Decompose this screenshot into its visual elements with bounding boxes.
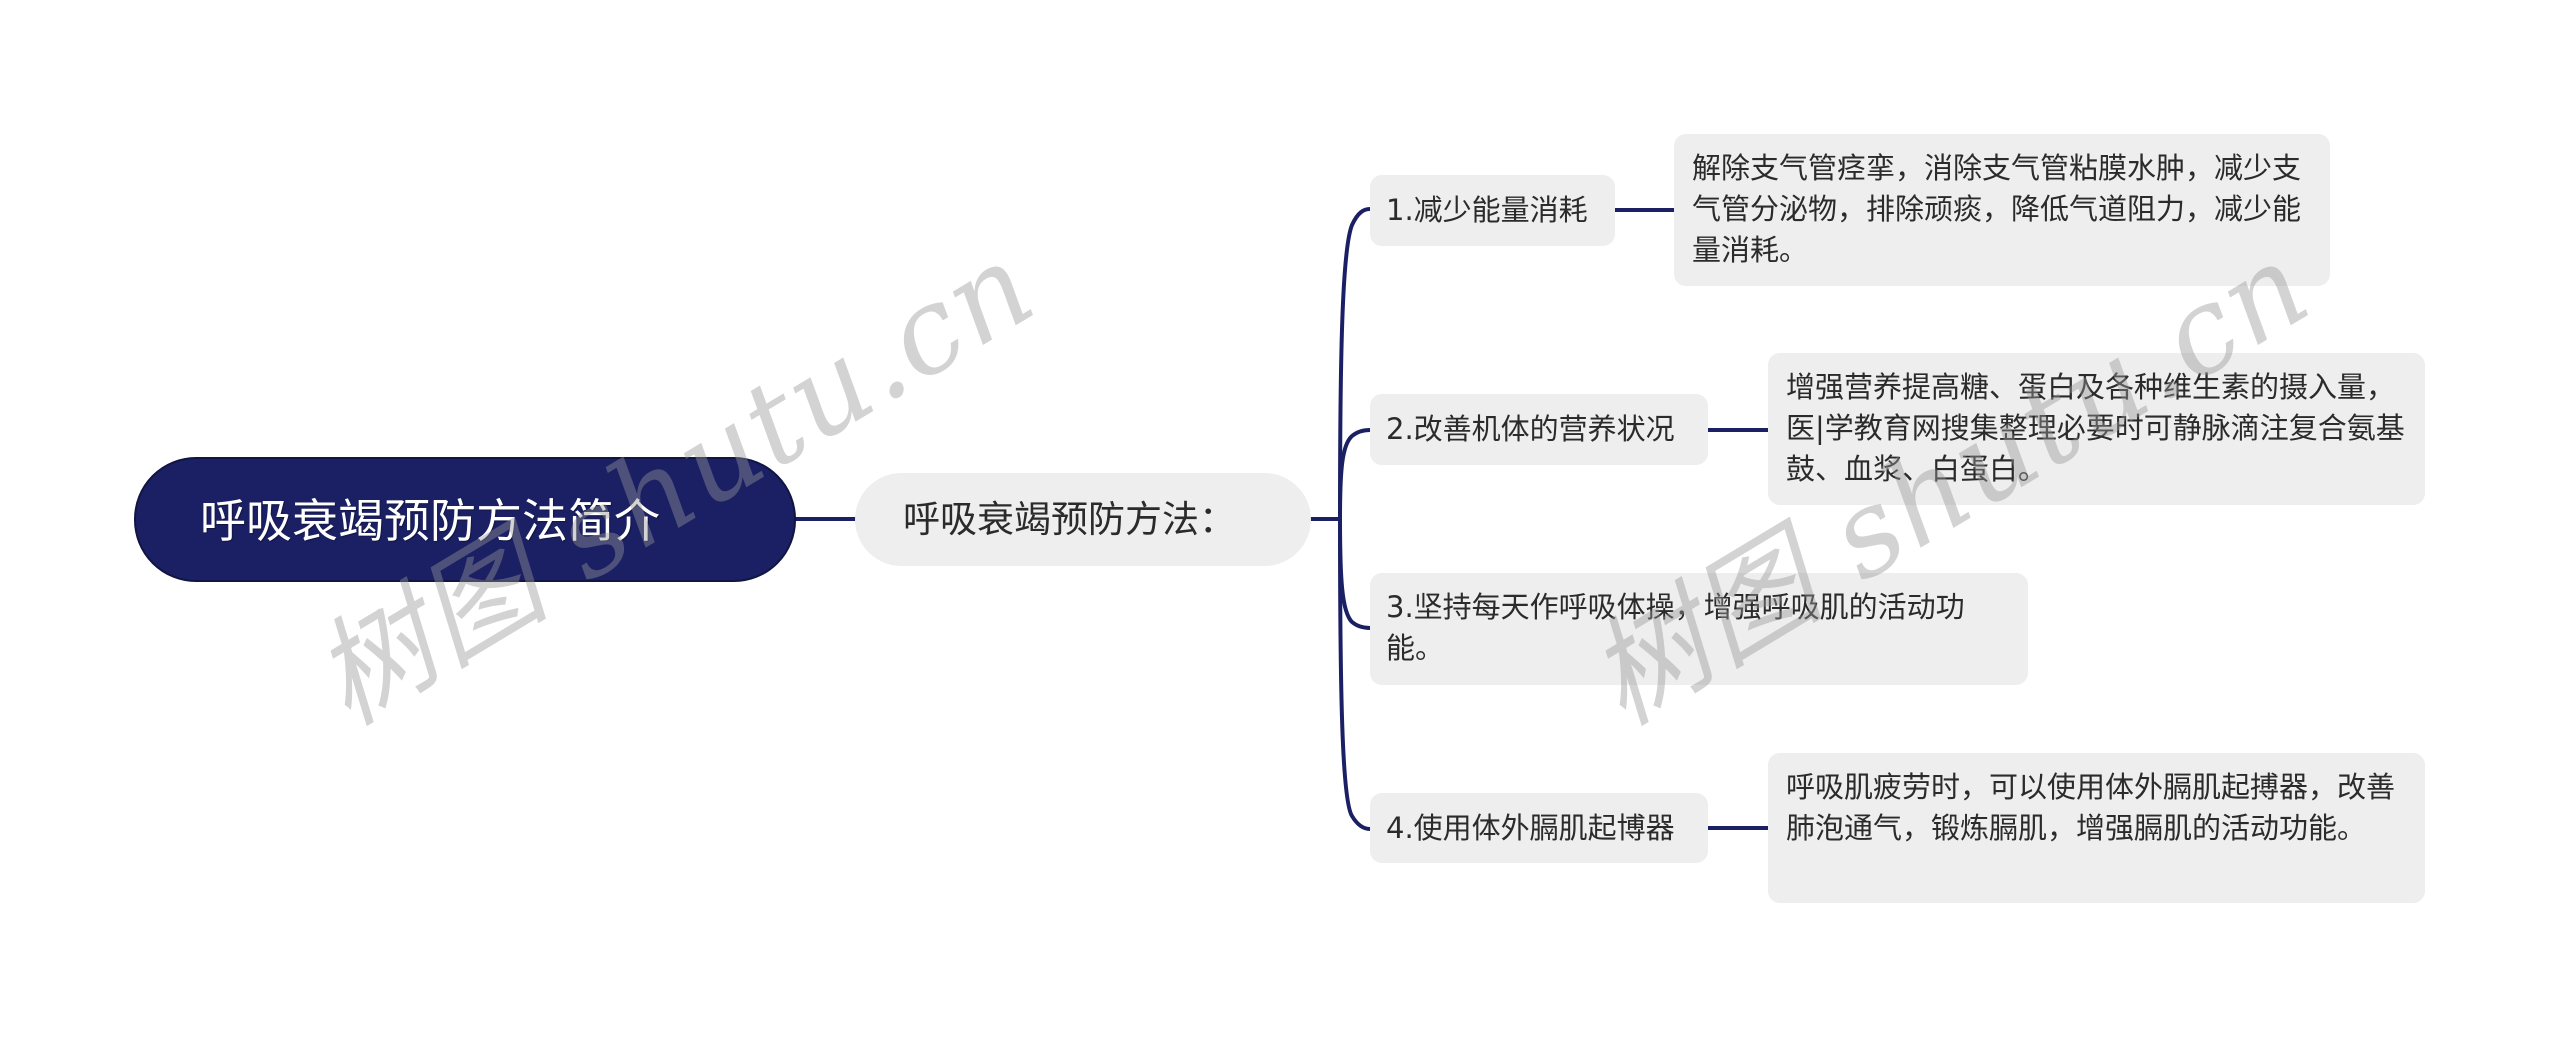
root-topic-label: 呼吸衰竭预防方法简介 bbox=[200, 494, 660, 548]
branch-topic-2[interactable]: 2.改善机体的营养状况 bbox=[1370, 394, 1708, 465]
detail-topic-text: 增强营养提高糖、蛋白及各种维生素的摄入量，医|学教育网搜集整理必要时可静脉滴注复… bbox=[1786, 370, 2405, 486]
branch-topic-label: 4.使用体外膈肌起博器 bbox=[1386, 811, 1675, 845]
branch-topic-1[interactable]: 1.减少能量消耗 bbox=[1370, 175, 1615, 246]
link-branch-4 bbox=[1338, 517, 1372, 831]
main-topic-label: 呼吸衰竭预防方法： bbox=[903, 498, 1236, 541]
detail-topic-text: 解除支气管痉挛，消除支气管粘膜水肿，减少支气管分泌物，排除顽痰，降低气道阻力，减… bbox=[1692, 151, 2302, 267]
branch-topic-label: 1.减少能量消耗 bbox=[1386, 193, 1588, 227]
link-branch-3 bbox=[1338, 517, 1372, 630]
branch-topic-3[interactable]: 3.坚持每天作呼吸体操，增强呼吸肌的活动功能。 bbox=[1370, 573, 2028, 685]
detail-topic-1[interactable]: 解除支气管痉挛，消除支气管粘膜水肿，减少支气管分泌物，排除顽痰，降低气道阻力，减… bbox=[1674, 134, 2330, 286]
branch-topic-label: 2.改善机体的营养状况 bbox=[1386, 412, 1675, 446]
main-topic[interactable]: 呼吸衰竭预防方法： bbox=[855, 473, 1311, 566]
root-topic[interactable]: 呼吸衰竭预防方法简介 bbox=[134, 457, 796, 582]
detail-topic-text: 呼吸肌疲劳时，可以使用体外膈肌起搏器，改善肺泡通气，锻炼膈肌，增强膈肌的活动功能… bbox=[1786, 770, 2396, 845]
branch-topic-4[interactable]: 4.使用体外膈肌起博器 bbox=[1370, 793, 1708, 863]
branch-topic-label: 3.坚持每天作呼吸体操，增强呼吸肌的活动功能。 bbox=[1386, 590, 1965, 665]
link-branch-2 bbox=[1338, 428, 1372, 521]
detail-topic-2[interactable]: 增强营养提高糖、蛋白及各种维生素的摄入量，医|学教育网搜集整理必要时可静脉滴注复… bbox=[1768, 353, 2425, 505]
detail-topic-4[interactable]: 呼吸肌疲劳时，可以使用体外膈肌起搏器，改善肺泡通气，锻炼膈肌，增强膈肌的活动功能… bbox=[1768, 753, 2425, 903]
link-branch-1 bbox=[1338, 207, 1372, 521]
